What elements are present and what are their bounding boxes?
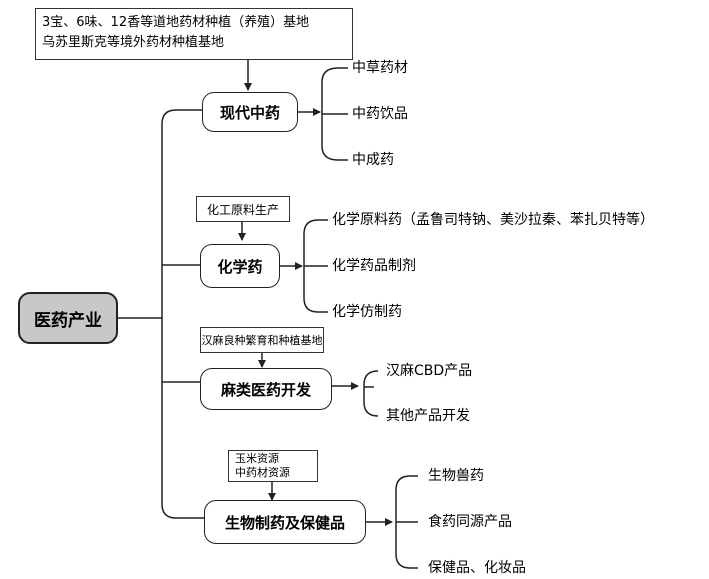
root-node-box: 医药产业 xyxy=(18,292,118,344)
branch-1-node: 现代中药 xyxy=(202,92,298,132)
branch-2-leaf-3: 化学仿制药 xyxy=(332,304,402,320)
branch-2-leaf-1: 化学原料药（孟鲁司特钠、美沙拉秦、苯扎贝特等） xyxy=(332,212,654,228)
branch-3-input-note: 汉麻良种繁育和种植基地 xyxy=(200,327,324,353)
branch-1-leaf-3: 中成药 xyxy=(352,152,394,168)
branch-3-leaf-2: 其他产品开发 xyxy=(386,408,470,424)
branch-3-leaf-1: 汉麻CBD产品 xyxy=(386,363,473,379)
branch-1-leaf-2: 中药饮品 xyxy=(352,106,408,122)
branch-3-node: 麻类医药开发 xyxy=(200,368,332,410)
branch-1-input-line-1: 3宝、6味、12香等道地药材种植（养殖）基地 xyxy=(42,15,310,30)
branch-1-input-note: 3宝、6味、12香等道地药材种植（养殖）基地 乌苏里斯克等境外药材种植基地 xyxy=(35,8,353,60)
branch-2-label: 化学药 xyxy=(217,257,263,276)
branch-4-leaf-1: 生物兽药 xyxy=(428,468,484,484)
branch-4-input-line-1: 玉米资源 xyxy=(235,452,279,465)
branch-4-label: 生物制药及保健品 xyxy=(224,513,345,532)
branch-4-leaf-2: 食药同源产品 xyxy=(428,514,512,530)
branch-4-input-line-2: 中药材资源 xyxy=(235,466,290,479)
branch-4-leaf-3: 保健品、化妆品 xyxy=(428,560,526,576)
branch-4-input-note: 玉米资源 中药材资源 xyxy=(228,450,318,482)
branch-1-leaf-1: 中草药材 xyxy=(352,60,408,76)
branch-4-node: 生物制药及保健品 xyxy=(204,500,366,544)
branch-3-label: 麻类医药开发 xyxy=(220,380,311,399)
branch-1-input-line-2: 乌苏里斯克等境外药材种植基地 xyxy=(42,35,225,50)
branch-2-input-note: 化工原料生产 xyxy=(196,196,290,222)
branch-2-leaf-2: 化学药品制剂 xyxy=(332,258,416,274)
branch-1-label: 现代中药 xyxy=(219,103,280,122)
branch-2-input-line-1: 化工原料生产 xyxy=(206,202,279,217)
root-node-label: 医药产业 xyxy=(34,310,102,331)
branch-2-node: 化学药 xyxy=(200,244,280,288)
branch-3-input-line-1: 汉麻良种繁育和种植基地 xyxy=(201,334,323,347)
